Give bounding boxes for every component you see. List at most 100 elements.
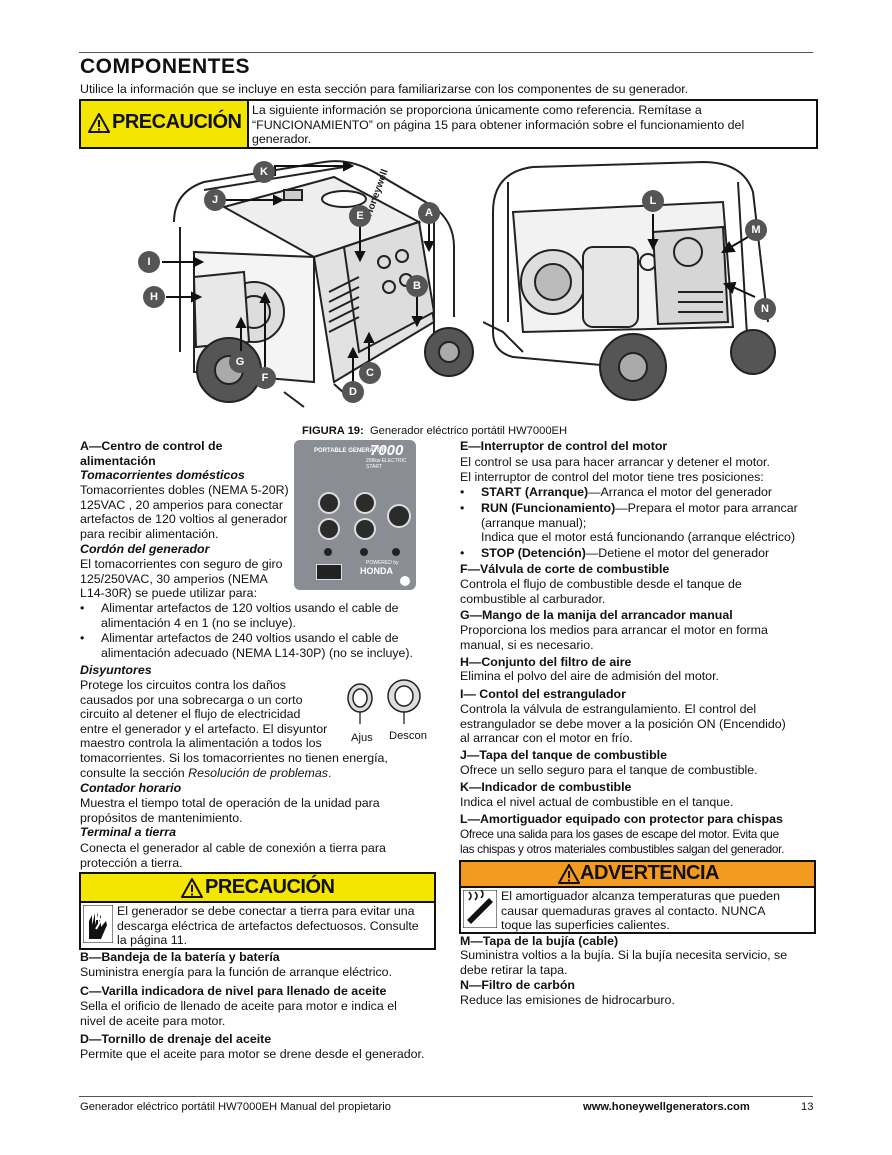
heading-d: D—Tornillo de drenaje del aceite [80, 1032, 272, 1046]
caution-box-ground: PRECAUCIÓN El generador se debe conectar… [79, 872, 436, 950]
terminal-text: Conecta el generador al cable de conexió… [80, 841, 386, 870]
heading-k: K—Indicador de combustible [460, 780, 632, 794]
callout-H: H [150, 291, 158, 303]
heading-f: F—Válvula de corte de combustible [460, 562, 670, 576]
breaker-label-ajus: Ajus [351, 732, 373, 744]
callout-K: K [260, 166, 268, 178]
text-i: Controla la válvula de estrangulamiento.… [460, 702, 786, 746]
text-b: Suministra energía para la función de ar… [80, 965, 393, 979]
callout-F: F [262, 372, 269, 384]
top-rule [79, 52, 813, 53]
outlet-icon [354, 492, 376, 514]
text-j: Ofrece un sello seguro para el tanque de… [460, 763, 758, 777]
subhead-tomacorrientes: Tomacorrientes domésticos [80, 468, 245, 482]
heading-m: M—Tapa de la bujía (cable) [460, 934, 619, 948]
subhead-contador: Contador horario [80, 781, 182, 795]
heading-l: L—Amortiguador equipado con protector pa… [460, 812, 783, 826]
bullet-start: START (Arranque)—Arranca el motor del ge… [481, 485, 773, 499]
subhead-terminal: Terminal a tierra [80, 825, 176, 839]
caution-badge: PRECAUCIÓN [81, 101, 249, 147]
warning-badge: ADVERTENCIA [461, 862, 814, 888]
bullet-icon: • [460, 501, 465, 515]
heading-j: J—Tapa del tanque de combustible [460, 748, 668, 762]
warning-triangle-icon [181, 878, 203, 898]
outlet-icon [318, 518, 340, 540]
subhead-disyuntores: Disyuntores [80, 663, 152, 677]
electric-shock-hand-icon [83, 905, 113, 943]
callout-D: D [349, 386, 357, 398]
outlet-icon [354, 518, 376, 540]
callout-M: M [751, 224, 760, 236]
text-g: Proporciona los medios para arrancar el … [460, 623, 768, 652]
heading-i: I— Contol del estrangulador [460, 687, 626, 701]
callout-E: E [356, 210, 363, 222]
heading-h: H—Conjunto del filtro de aire [460, 655, 632, 669]
figure-caption: FIGURA 19: Generador eléctrico portátil … [302, 425, 568, 437]
subhead-cordon: Cordón del generador [80, 542, 210, 556]
warning-box-muffler: ADVERTENCIA El amortiguador alcanza temp… [459, 860, 816, 934]
text-e: El control se usa para hacer arrancar y … [460, 455, 770, 484]
text-n: Reduce las emisiones de hidrocarburo. [460, 993, 675, 1007]
bullet-icon: • [460, 546, 465, 560]
caution-badge: PRECAUCIÓN [81, 874, 434, 903]
callout-G: G [236, 356, 245, 368]
hot-surface-icon [463, 890, 497, 928]
warning-badge-label: ADVERTENCIA [580, 862, 719, 884]
outlet-icon [318, 492, 340, 514]
callout-I: I [147, 256, 150, 268]
caution-ground-text: El generador se debe conectar a tierra p… [117, 904, 419, 948]
heading-e: E—Interruptor de control del motor [460, 439, 668, 453]
bullet-icon: • [460, 485, 465, 499]
twist-lock-outlet-icon [387, 504, 411, 528]
control-panel-image: PORTABLE GENERATOR 7000 208kw ELECTRIC S… [294, 440, 416, 590]
callout-L: L [650, 195, 657, 207]
bullet-run: RUN (Funcionamiento)—Prepara el motor pa… [481, 501, 798, 545]
caution-box-top: PRECAUCIÓN La siguiente información se p… [79, 99, 818, 149]
page-title: COMPONENTES [80, 55, 251, 78]
intro-text: Utilice la información que se incluye en… [80, 82, 689, 96]
breaker-icon [392, 548, 400, 556]
contador-text: Muestra el tiempo total de operación de … [80, 796, 380, 825]
footer-url: www.honeywellgenerators.com [583, 1101, 750, 1113]
generator-rear-illustration: L M N [483, 160, 776, 401]
heading-c: C—Varilla indicadora de nivel para llena… [80, 984, 387, 998]
bullet-stop: STOP (Detención)—Detiene el motor del ge… [481, 546, 770, 560]
bullet-240v: Alimentar artefactos de 240 voltios usan… [101, 631, 413, 660]
caution-badge-label: PRECAUCIÓN [112, 111, 242, 133]
warning-text: El amortiguador alcanza temperaturas que… [501, 889, 780, 933]
hour-meter-icon [316, 564, 342, 580]
footer-rule [79, 1096, 813, 1097]
breaker-icon [360, 548, 368, 556]
heading-g: G—Mango de la manija del arrancador manu… [460, 608, 733, 622]
callout-C: C [366, 367, 374, 379]
breaker-label-descon: Descon [389, 730, 427, 742]
text-f: Controla el flujo de combustible desde e… [460, 577, 742, 606]
text-k: Indica el nivel actual de combustible en… [460, 795, 734, 809]
callout-A: A [425, 207, 433, 219]
callout-N: N [761, 303, 769, 315]
text-m: Suministra voltios a la bujía. Si la buj… [460, 948, 788, 977]
bullet-icon: • [80, 601, 85, 615]
footer-manual-title: Generador eléctrico portátil HW7000EH Ma… [80, 1101, 391, 1113]
heading-n: N—Filtro de carbón [460, 978, 575, 992]
caution-text: La siguiente información se proporciona … [252, 103, 745, 147]
heading-b: B—Bandeja de la batería y batería [80, 950, 280, 964]
breaker-icon [324, 548, 332, 556]
warning-triangle-icon [558, 864, 580, 884]
callout-J: J [212, 194, 218, 206]
breaker-illustration [347, 679, 421, 724]
warning-triangle-icon [88, 113, 110, 133]
caution-badge-label: PRECAUCIÓN [205, 876, 335, 898]
bullet-icon: • [80, 631, 85, 645]
disyuntores-text-cont: tomacorrientes. Si los tomacorrientes no… [80, 751, 388, 780]
bullet-120v: Alimentar artefactos de 120 voltios usan… [101, 601, 399, 630]
text-d: Permite que el aceite para motor se dren… [80, 1047, 425, 1061]
callout-B: B [413, 280, 421, 292]
generator-front-illustration: Honeywell K J E A I H B G F C D [138, 160, 474, 408]
footer-page-number: 13 [801, 1101, 814, 1113]
ground-terminal-icon [400, 576, 410, 586]
text-c: Sella el orificio de llenado de aceite p… [80, 999, 397, 1028]
